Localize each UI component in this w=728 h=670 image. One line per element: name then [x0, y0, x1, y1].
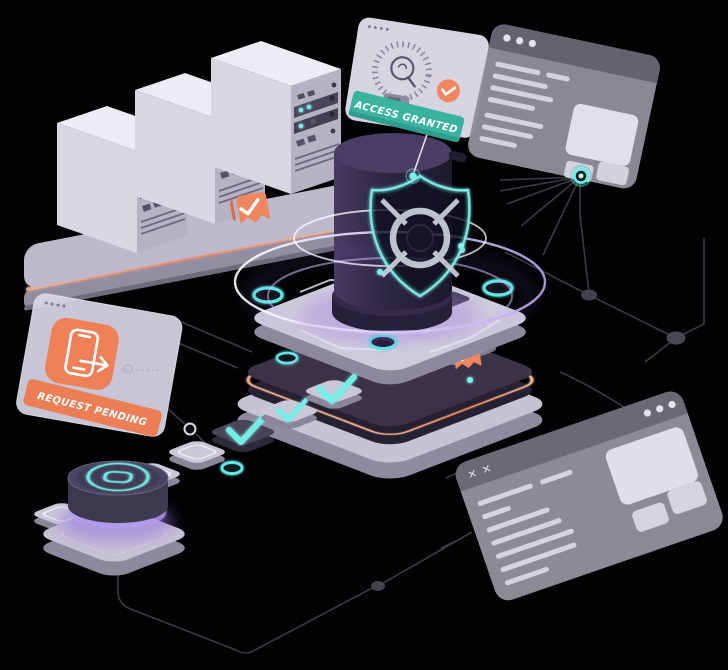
vault-dial-icon [380, 198, 460, 278]
glow-node [570, 165, 592, 187]
cylinder-knob [448, 150, 467, 163]
window-dots-icon [368, 25, 389, 31]
link-node [183, 422, 197, 436]
window-dots-icon [503, 34, 536, 48]
server-platform [24, 183, 360, 311]
close-icon: ✕ [466, 467, 479, 482]
network-node [666, 331, 686, 345]
image-placeholder [565, 103, 639, 166]
close-icon: ✕ [480, 462, 493, 477]
check-icon [239, 198, 260, 216]
text-line-placeholders [479, 61, 570, 148]
browser-window-top [468, 24, 660, 189]
network-node [581, 289, 597, 301]
phone-arrow-icon [64, 328, 109, 378]
image-placeholder [605, 427, 698, 505]
shield-icon [369, 174, 471, 298]
check-icon [317, 374, 357, 404]
mobile-request-tile [45, 317, 119, 390]
check-icon [275, 397, 309, 423]
server-rack-group [57, 41, 341, 253]
step-ring-light [220, 461, 244, 475]
browser-window-bottom: ✕ ✕ [455, 391, 723, 601]
request-pending-card: REQUEST PENDING [16, 293, 183, 437]
connector-dot [409, 172, 417, 180]
network-node [371, 581, 385, 591]
server-slots [294, 82, 340, 172]
server-approved-badge [230, 192, 271, 225]
scan-gauge-icon [371, 41, 432, 102]
auth-button-pad [43, 446, 185, 576]
network-lines [95, 176, 705, 654]
check-icon [226, 415, 266, 445]
window-dots-icon [44, 301, 66, 308]
text-line-placeholders [477, 469, 577, 586]
approve-button [436, 79, 460, 103]
lock-icon [86, 462, 150, 492]
window-dots-icon [643, 400, 676, 417]
check-icon [441, 86, 457, 96]
server-tower [211, 41, 341, 194]
